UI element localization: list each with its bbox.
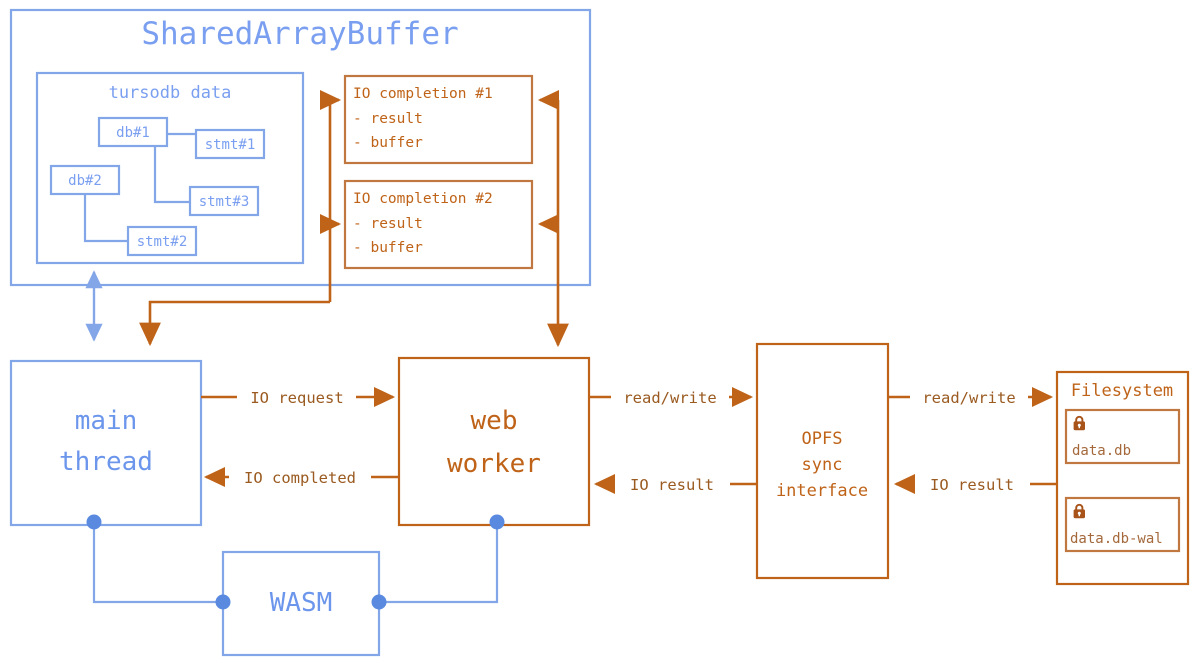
filesystem-label: Filesystem (1071, 381, 1173, 401)
node-stmt3[interactable] (188, 185, 260, 217)
io-completion-2-box (343, 179, 534, 270)
web-worker-label-line1: web (471, 406, 518, 436)
node-stmt2-label: stmt#2 (137, 234, 188, 250)
web-worker-box[interactable] (397, 356, 591, 527)
edge-db2-stmt2 (83, 194, 128, 243)
node-db1[interactable] (97, 116, 169, 148)
io-completion-2-field-result: - result (353, 216, 423, 232)
main-thread-label-line1: main (75, 406, 138, 436)
file-name-data-db-wal: data.db-wal (1070, 531, 1163, 547)
io-completion-2-title: IO completion #2 (353, 191, 493, 207)
connector-dot-wasm-left (215, 594, 231, 610)
edge-read-write-2-label: read/write (922, 389, 1015, 407)
node-db1-label: db#1 (116, 125, 150, 141)
tursodb-data-label: tursodb data (109, 83, 232, 103)
edge-db1-stmt3 (153, 146, 190, 204)
node-stmt1[interactable] (194, 128, 266, 160)
edge-read-write-1-label: read/write (623, 389, 716, 407)
io-completion-1-title: IO completion #1 (353, 86, 493, 102)
opfs-label-line3: interface (776, 481, 868, 501)
connector-dot-web-worker (489, 514, 505, 530)
edge-io-completed-label: IO completed (244, 469, 356, 487)
file-entry-data-db[interactable] (1064, 408, 1181, 465)
opfs-sync-interface-box[interactable] (755, 342, 890, 580)
node-stmt1-label: stmt#1 (205, 137, 256, 153)
edge-sab-to-main-thread (139, 300, 330, 347)
node-stmt3-label: stmt#3 (199, 194, 250, 210)
edge-wasm-web-worker (379, 525, 499, 604)
opfs-label-line1: OPFS (802, 429, 843, 449)
node-stmt2[interactable] (126, 225, 198, 257)
edge-io-request-label: IO request (250, 389, 343, 407)
main-thread-box[interactable] (9, 359, 203, 527)
io-completion-1-field-buffer: - buffer (353, 135, 423, 151)
io-completion-1-box (343, 74, 534, 165)
main-thread-label-line2: thread (59, 447, 153, 477)
lock-icon (1073, 415, 1085, 431)
connector-dot-main-thread (86, 514, 102, 530)
io-completion-1-field-result: - result (353, 111, 423, 127)
io-completion-2-field-buffer: - buffer (353, 240, 423, 256)
node-db2-label: db#2 (68, 173, 102, 189)
opfs-label-line2: sync (802, 455, 843, 475)
file-entry-data-db-wal[interactable] (1064, 496, 1181, 553)
connector-dot-wasm-right (371, 594, 387, 610)
filesystem-box[interactable] (1055, 370, 1190, 586)
node-db2[interactable] (49, 164, 121, 196)
file-name-data-db: data.db (1072, 443, 1131, 459)
lock-icon (1073, 503, 1085, 519)
edge-io-result-2-label: IO result (930, 476, 1014, 494)
wasm-box[interactable] (221, 550, 381, 657)
edge-io-result-1-label: IO result (630, 476, 714, 494)
shared-array-buffer-title: SharedArrayBuffer (141, 16, 458, 52)
wasm-label: WASM (270, 588, 333, 618)
web-worker-label-line2: worker (447, 449, 541, 479)
edge-main-thread-wasm (92, 525, 223, 604)
